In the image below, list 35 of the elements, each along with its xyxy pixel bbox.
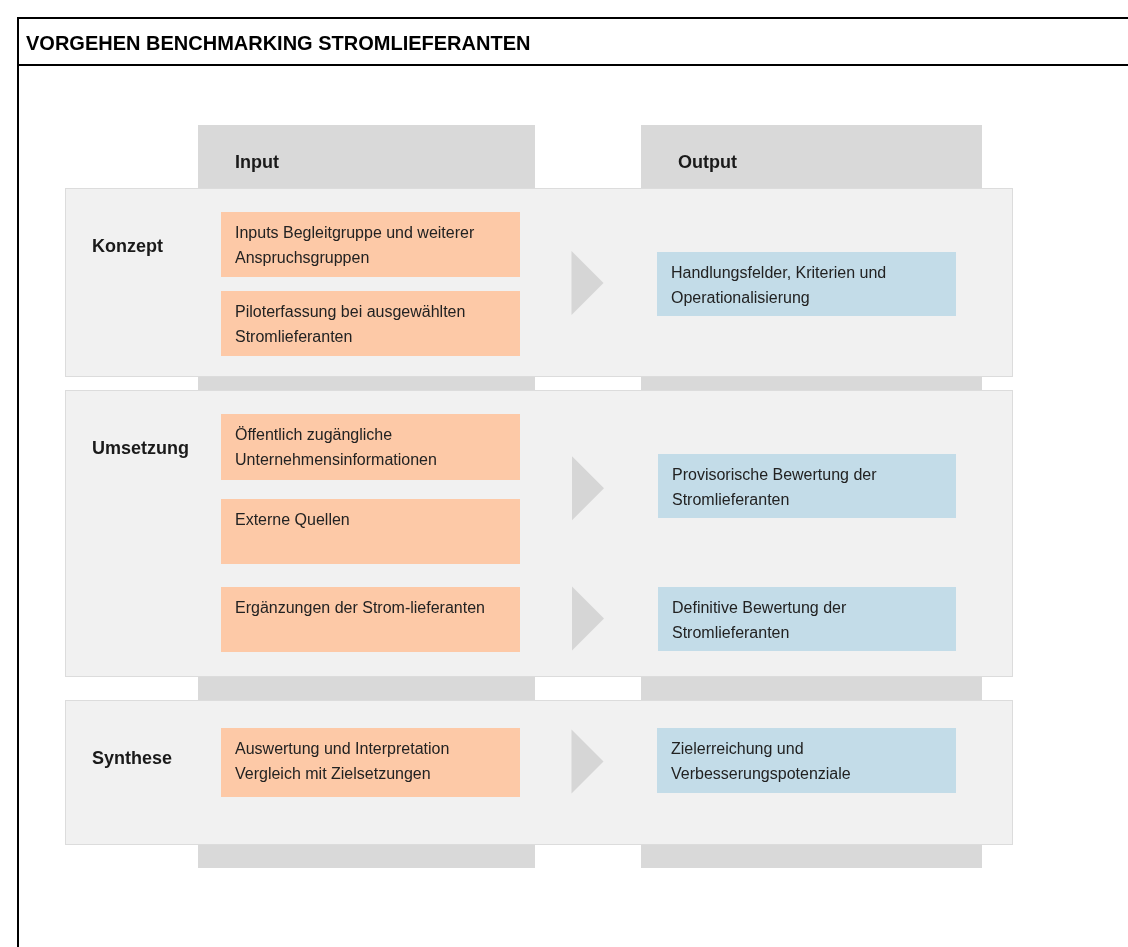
phase-panel	[65, 188, 1013, 377]
output-box	[658, 454, 956, 518]
phase-panel	[65, 700, 1013, 845]
output-box	[657, 252, 956, 316]
input-box	[221, 212, 520, 277]
phase-label: Konzept	[92, 235, 163, 258]
output-box	[657, 728, 956, 793]
box-text: Provisorische Bewertung der Stromlieferanten	[672, 465, 878, 510]
column-heading: Output	[678, 151, 737, 174]
column-header	[198, 125, 535, 188]
input-box	[221, 499, 520, 564]
input-box	[221, 291, 520, 356]
box-text: Öffentlich zugängliche Unternehmensinformationen	[235, 425, 438, 470]
box-text: Inputs Begleitgruppe und weiterer Anspruchsgruppen	[235, 223, 476, 268]
chevron-arrow	[572, 586, 604, 651]
phase-label: Umsetzung	[92, 437, 189, 460]
box-text: Zielerreichung und Verbesserungspotenziale	[671, 739, 852, 784]
input-box	[221, 728, 520, 797]
phase-label: Synthese	[92, 747, 173, 770]
box-text: Ergänzungen der Strom-lieferanten	[235, 598, 486, 618]
box-text: Auswertung und Interpretation Vergleich mit Zielsetzungen	[235, 739, 451, 784]
column-heading: Input	[235, 151, 279, 174]
output-box	[658, 587, 956, 651]
box-text: Definitive Bewertung der Stromlieferanten	[672, 598, 848, 643]
input-box	[221, 587, 520, 652]
chevron-arrow	[572, 456, 604, 521]
box-text: Piloterfassung bei ausgewählten Stromlieferanten	[235, 302, 467, 347]
column-header	[641, 125, 982, 188]
title: VORGEHEN BENCHMARKING STROMLIEFERANTEN	[26, 31, 531, 56]
chevron-arrow	[571, 729, 604, 794]
box-text: Handlungsfelder, Kriterien und Operationalisierung	[671, 263, 888, 308]
chevron-arrow	[571, 251, 604, 315]
box-text: Externe Quellen	[235, 510, 351, 530]
input-box	[221, 414, 520, 480]
phase-panel	[65, 390, 1013, 677]
